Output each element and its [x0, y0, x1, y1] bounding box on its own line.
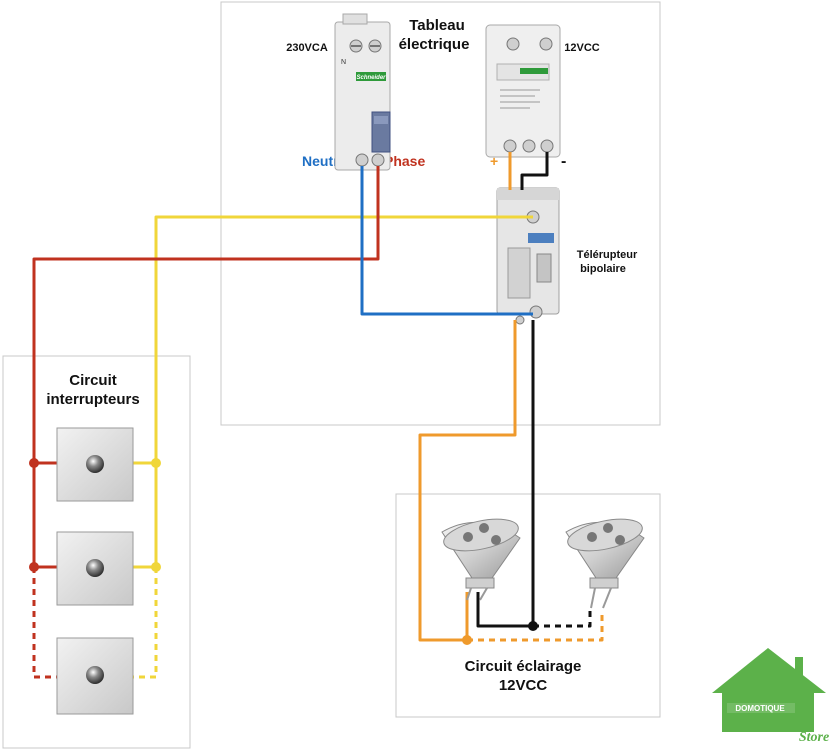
breaker-voltage-label: 230VCA: [286, 42, 328, 54]
panel-title-line2: électrique: [399, 36, 470, 53]
switches-title-line1: Circuit: [69, 372, 117, 389]
panel-title-line1: Tableau: [409, 17, 465, 34]
junction-dots: [29, 458, 538, 645]
switches-box: [2, 355, 191, 749]
domotique-store-logo: DOMOTIQUE Store: [712, 648, 829, 745]
breaker-n-mark: N: [341, 59, 346, 66]
brand-badge: [356, 72, 386, 81]
push-button-2: [56, 531, 134, 606]
led-bulb-1: [441, 518, 521, 601]
relay-badge: [528, 233, 554, 243]
logo-brand-bottom: Store: [799, 730, 829, 745]
negative-wire: [476, 152, 592, 628]
breaker-brand: Schneider: [356, 75, 386, 81]
relay-label-line2: bipolaire: [580, 263, 626, 275]
switch-return-wire: [133, 215, 533, 679]
power-supply: [485, 24, 561, 158]
negative-label: -: [561, 153, 566, 170]
logo-brand-top: DOMOTIQUE: [735, 704, 785, 713]
push-button-3: [56, 637, 134, 715]
circuit-breaker: N Schneider: [334, 13, 391, 171]
panel-box: [220, 1, 661, 426]
lighting-title-line1: Circuit éclairage: [465, 658, 582, 675]
push-button-1: [56, 427, 134, 502]
relay-module: [496, 187, 560, 325]
phase-label: Phase: [384, 153, 425, 169]
positive-label: +: [490, 153, 498, 169]
led-bulb-2: [565, 518, 645, 609]
positive-wire: [418, 152, 604, 642]
relay-label-line1: Télérupteur: [577, 249, 638, 261]
switches-title-line2: interrupteurs: [46, 391, 139, 408]
psu-voltage-label: 12VCC: [564, 42, 600, 54]
lighting-title-line2: 12VCC: [499, 677, 548, 694]
neutral-wire: [360, 166, 533, 316]
lighting-box: [395, 493, 661, 718]
